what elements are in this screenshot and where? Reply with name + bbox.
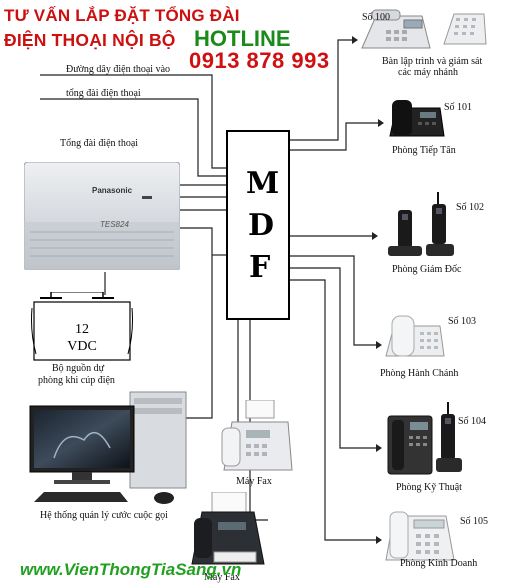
phone-with-cordless-icon bbox=[387, 402, 462, 475]
line-ext-105 bbox=[290, 279, 376, 541]
phone-105 bbox=[382, 508, 458, 564]
battery-unit: 12 VDC bbox=[28, 291, 138, 362]
ext-number-101: Số 101 bbox=[444, 102, 473, 113]
phone-103 bbox=[382, 312, 448, 362]
battery-caption-1: Bộ nguồn dự bbox=[52, 363, 105, 374]
battery-voltage: 12 bbox=[75, 322, 89, 337]
fax-machine-2 bbox=[188, 491, 268, 570]
line-ext-101 bbox=[290, 122, 378, 151]
line-computer bbox=[180, 227, 213, 419]
desk-phone-display-icon bbox=[385, 511, 455, 561]
mdf-letter-d: D bbox=[248, 208, 275, 243]
ext-number-102: Số 102 bbox=[456, 202, 485, 213]
line-ext-103 bbox=[290, 255, 376, 346]
ext-label-100-line1: Bàn lập trình và giám sát bbox=[382, 56, 483, 67]
phone-104 bbox=[384, 402, 464, 478]
ext-label-101: Phòng Tiếp Tân bbox=[392, 145, 456, 156]
console-phone-icon bbox=[361, 9, 487, 49]
line-ext-104 bbox=[290, 267, 376, 449]
hotline-label: HOTLINE bbox=[194, 26, 291, 51]
cordless-phones-icon bbox=[388, 192, 454, 256]
line-ext-100 bbox=[290, 39, 352, 141]
line-incoming-2 bbox=[40, 98, 226, 177]
desk-phone-black-icon bbox=[389, 100, 445, 137]
computer-icon bbox=[29, 391, 187, 504]
phone-102 bbox=[384, 192, 460, 258]
title-line-2: ĐIỆN THOẠI NỘI BỘ bbox=[4, 30, 176, 50]
ext-number-105: Số 105 bbox=[460, 516, 489, 527]
ext-label-100-line2: các máy nhánh bbox=[398, 67, 458, 78]
ext-number-104: Số 104 bbox=[458, 416, 487, 427]
battery-icon bbox=[31, 291, 133, 361]
ext-label-105: Phòng Kinh Doanh bbox=[400, 558, 478, 569]
battery-unit-label: VDC bbox=[67, 339, 97, 354]
ext-label-104: Phòng Kỹ Thuật bbox=[396, 482, 462, 493]
phone-console-100 bbox=[358, 8, 488, 56]
pbx-label: Tổng đài điện thoại bbox=[60, 138, 139, 149]
pbx-device-icon bbox=[23, 161, 181, 271]
computer-label: Hệ thống quản lý cước cuộc gọi bbox=[40, 510, 168, 521]
fax-machine-1 bbox=[218, 399, 296, 474]
pbx-model: TES824 bbox=[100, 220, 129, 229]
pbx-unit: Panasonic TES824 bbox=[23, 161, 181, 271]
battery-caption-2: phòng khi cúp điện bbox=[38, 375, 115, 386]
computer-system bbox=[24, 388, 190, 506]
phone-line-label: Đường dây điện thoại vào bbox=[66, 64, 171, 75]
mdf-box: M D F bbox=[226, 130, 290, 320]
ext-number-103: Số 103 bbox=[448, 316, 477, 327]
fax-icon bbox=[221, 399, 293, 471]
mdf-letter-f: F bbox=[249, 250, 271, 285]
mdf-letter-m: M bbox=[246, 166, 280, 201]
fax-inkjet-icon bbox=[191, 491, 265, 565]
line-incoming-1 bbox=[40, 74, 226, 169]
fax-1-label: Máy Fax bbox=[236, 476, 272, 487]
phone-101 bbox=[386, 98, 446, 140]
ext-label-103: Phòng Hành Chánh bbox=[380, 368, 459, 379]
title-line-1: TƯ VẤN LẮP ĐẶT TỔNG ĐÀI bbox=[4, 6, 240, 25]
website-link[interactable]: www.VienThongTiaSang.vn bbox=[20, 560, 242, 579]
ext-label-102: Phòng Giám Đốc bbox=[392, 264, 462, 275]
ext-number-100: Số 100 bbox=[362, 12, 391, 23]
desk-phone-white-icon bbox=[385, 315, 445, 357]
fax-2-label: Máy Fax bbox=[204, 572, 240, 583]
pbx-brand: Panasonic bbox=[92, 186, 133, 195]
pbx-line-label: tổng đài điện thoại bbox=[66, 88, 141, 99]
hotline-number: 0913 878 993 bbox=[189, 48, 330, 73]
